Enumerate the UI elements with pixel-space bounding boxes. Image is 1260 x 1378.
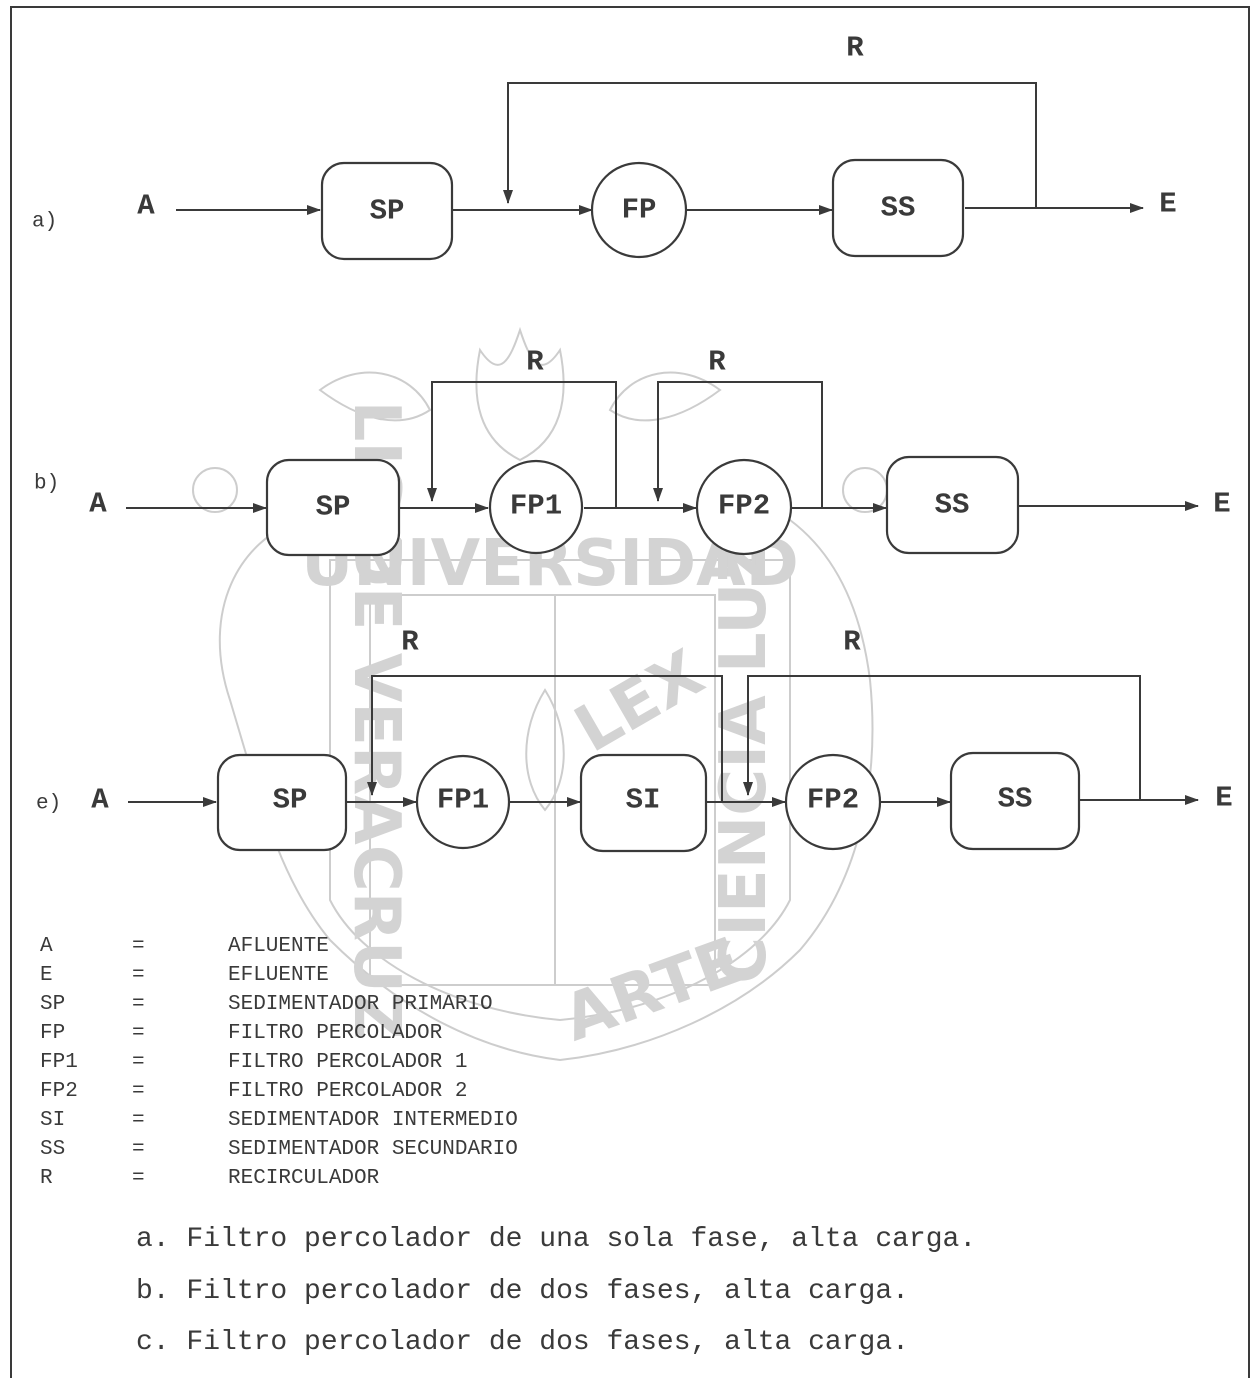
legend-row: SS = SEDIMENTADOR SECUNDARIO [40,1135,518,1164]
legend-row: R = RECIRCULADOR [40,1164,518,1193]
node-ss: SS [887,457,1018,553]
diagram-b: b) A E R R SP FP1 FP2 SS [34,346,1231,556]
node-fp1: FP1 [490,461,582,553]
watermark-motto: LEX [563,636,716,767]
node-fp2: FP2 [786,755,880,849]
svg-text:FP: FP [622,194,657,227]
legend-equals: = [132,1077,228,1106]
node-ss: SS [833,160,963,256]
svg-text:SP: SP [370,195,405,228]
legend-equals: = [132,1019,228,1048]
svg-text:SP: SP [273,784,308,817]
row-label-e: e) [36,793,61,816]
legend-description: SEDIMENTADOR PRIMARIO [228,990,493,1019]
watermark-text-right: CIENCIA LUZ [707,536,781,984]
legend-abbr: SS [40,1135,132,1164]
node-sp: SP [267,460,399,555]
legend-equals: = [132,961,228,990]
svg-text:FP2: FP2 [718,490,770,523]
svg-text:SP: SP [316,491,351,524]
legend-equals: = [132,932,228,961]
row-label-a: a) [32,211,57,234]
node-sp: SP [322,163,452,259]
legend-description: FILTRO PERCOLADOR [228,1019,442,1048]
row-label-b: b) [34,473,59,496]
legend-abbr: FP [40,1019,132,1048]
node-fp2: FP2 [697,460,791,554]
legend-description: SEDIMENTADOR SECUNDARIO [228,1135,518,1164]
node-sp: SP [218,755,346,850]
node-si: SI [581,755,706,851]
legend: A = AFLUENTE E = EFLUENTE SP = SEDIMENTA… [40,932,518,1193]
legend-description: SEDIMENTADOR INTERMEDIO [228,1106,518,1135]
input-label: A [89,488,107,521]
legend-abbr: R [40,1164,132,1193]
legend-abbr: SI [40,1106,132,1135]
legend-equals: = [132,1135,228,1164]
legend-row: SI = SEDIMENTADOR INTERMEDIO [40,1106,518,1135]
input-label: A [91,784,109,817]
recirculation-label-2: R [708,346,726,379]
diagram-a: a) A E R SP FP SS [32,32,1177,260]
legend-equals: = [132,1048,228,1077]
legend-abbr: FP1 [40,1048,132,1077]
output-label: E [1213,488,1230,521]
legend-row: SP = SEDIMENTADOR PRIMARIO [40,990,518,1019]
figure-captions: a. Filtro percolador de una sola fase, a… [136,1218,976,1373]
svg-text:SI: SI [626,784,661,817]
legend-abbr: FP2 [40,1077,132,1106]
legend-row: E = EFLUENTE [40,961,518,990]
node-fp1: FP1 [417,756,509,848]
caption-c: c. Filtro percolador de dos fases, alta … [136,1321,976,1373]
output-label: E [1159,188,1176,221]
legend-equals: = [132,1164,228,1193]
svg-text:SS: SS [935,489,970,522]
svg-text:FP2: FP2 [807,784,859,817]
node-ss: SS [951,753,1079,849]
output-label: E [1215,782,1232,815]
svg-text:FP1: FP1 [437,784,489,817]
legend-row: FP1 = FILTRO PERCOLADOR 1 [40,1048,518,1077]
legend-description: AFLUENTE [228,932,329,961]
recirculation-label-1: R [401,626,419,659]
svg-text:FP1: FP1 [510,490,562,523]
legend-abbr: SP [40,990,132,1019]
recirculation-label: R [846,32,864,65]
legend-abbr: E [40,961,132,990]
legend-equals: = [132,990,228,1019]
legend-row: A = AFLUENTE [40,932,518,961]
legend-row: FP = FILTRO PERCOLADOR [40,1019,518,1048]
legend-description: EFLUENTE [228,961,329,990]
node-fp: FP [592,163,686,257]
input-label: A [137,190,155,223]
legend-description: FILTRO PERCOLADOR 2 [228,1077,467,1106]
legend-abbr: A [40,932,132,961]
caption-a: a. Filtro percolador de una sola fase, a… [136,1218,976,1270]
legend-description: FILTRO PERCOLADOR 1 [228,1048,467,1077]
legend-equals: = [132,1106,228,1135]
recirculation-label-1: R [526,346,544,379]
caption-b: b. Filtro percolador de dos fases, alta … [136,1270,976,1322]
legend-row: FP2 = FILTRO PERCOLADOR 2 [40,1077,518,1106]
recirculation-label-2: R [843,626,861,659]
svg-text:SS: SS [881,192,916,225]
legend-description: RECIRCULADOR [228,1164,379,1193]
svg-text:SS: SS [998,783,1033,816]
